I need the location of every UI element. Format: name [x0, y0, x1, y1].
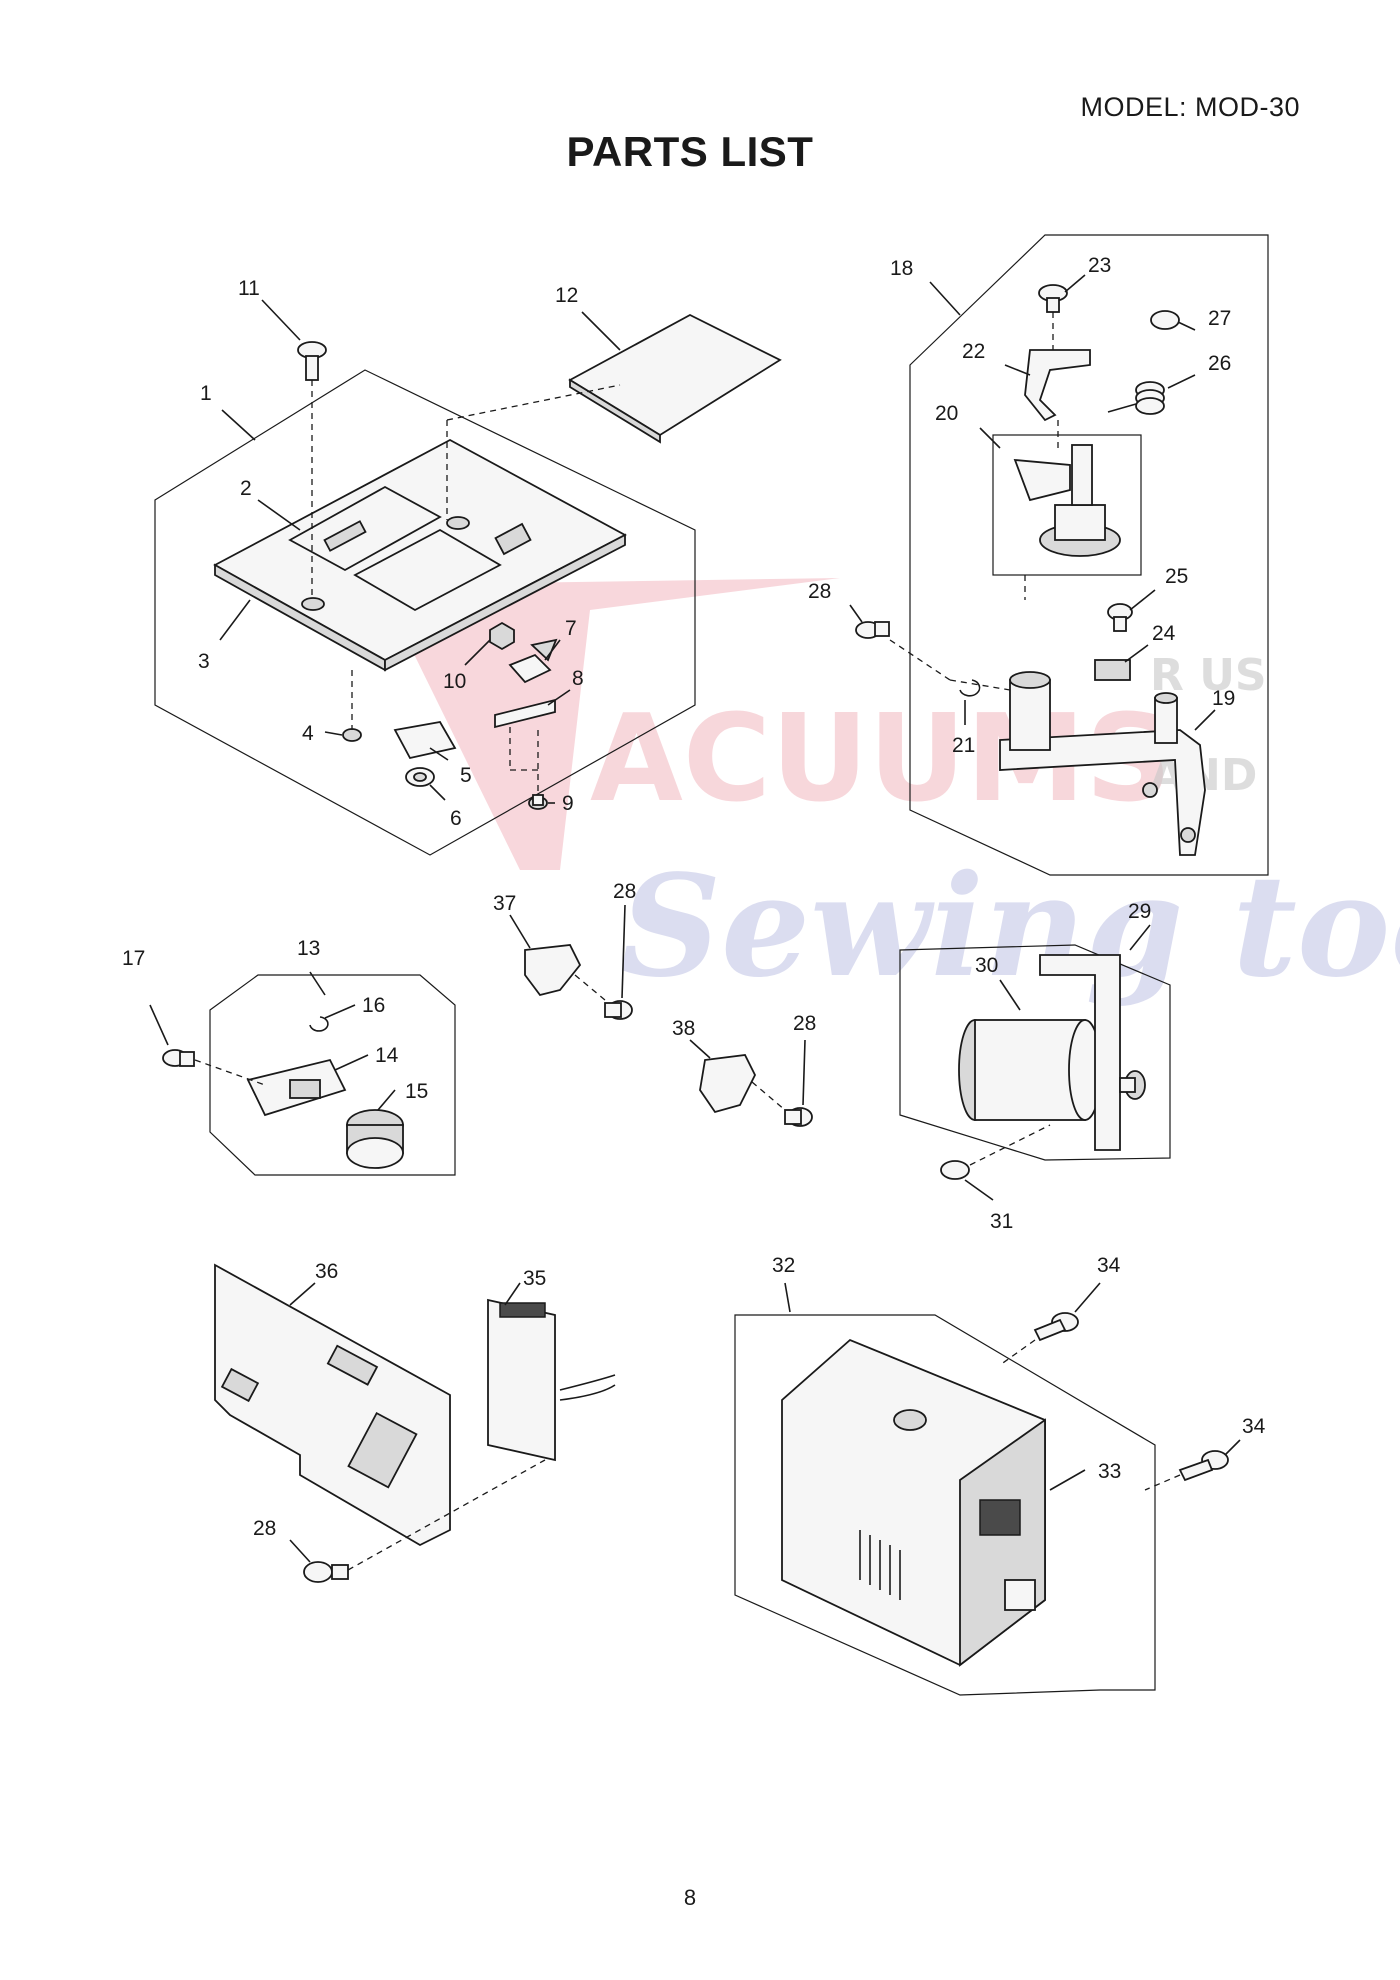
callout-28-cam-upper: 28 — [613, 880, 636, 903]
callout-34-lower: 34 — [1242, 1415, 1266, 1438]
page-title: PARTS LIST — [566, 128, 814, 175]
callout-22: 22 — [962, 340, 985, 363]
callout-4: 4 — [302, 722, 314, 745]
callout-17: 17 — [122, 947, 145, 970]
page-number: 8 — [683, 1885, 697, 1910]
callout-19: 19 — [1212, 687, 1235, 710]
callout-28-board: 28 — [253, 1517, 276, 1540]
callout-18: 18 — [890, 257, 913, 280]
callout-labels: 1 2 3 4 5 6 7 8 9 10 11 12 13 14 15 16 1… — [122, 254, 1266, 1540]
callout-33: 33 — [1098, 1460, 1121, 1483]
callout-16: 16 — [362, 994, 385, 1017]
callout-30: 30 — [975, 954, 998, 977]
callout-2: 2 — [240, 477, 252, 500]
callout-34-upper: 34 — [1097, 1254, 1121, 1277]
callout-9: 9 — [562, 792, 574, 815]
callout-20: 20 — [935, 402, 958, 425]
callout-5: 5 — [460, 764, 472, 787]
callout-38: 38 — [672, 1017, 695, 1040]
vent-slots — [859, 1530, 901, 1600]
model-label: MODEL: MOD-30 — [1080, 92, 1300, 122]
callout-8: 8 — [572, 667, 584, 690]
callout-15: 15 — [405, 1080, 428, 1103]
callout-32: 32 — [772, 1254, 795, 1277]
power-unit-group — [734, 1282, 1241, 1696]
watermark-line2: Sewing too — [620, 845, 1400, 1009]
lever-group — [149, 971, 456, 1176]
callout-1: 1 — [200, 382, 212, 405]
callout-7: 7 — [565, 617, 577, 640]
callout-10: 10 — [443, 670, 466, 693]
callout-21: 21 — [952, 734, 975, 757]
bobbin-winder-group — [849, 234, 1269, 876]
callout-31: 31 — [990, 1210, 1013, 1233]
board-group — [214, 1263, 616, 1583]
needle-plate-group — [154, 299, 782, 856]
callout-24: 24 — [1152, 622, 1176, 645]
callout-14: 14 — [375, 1044, 399, 1067]
callout-13: 13 — [297, 937, 320, 960]
callout-35: 35 — [523, 1267, 546, 1290]
callout-27: 27 — [1208, 307, 1231, 330]
callout-25: 25 — [1165, 565, 1188, 588]
spring-icon — [1107, 381, 1165, 415]
callout-29: 29 — [1128, 900, 1151, 923]
callout-26: 26 — [1208, 352, 1231, 375]
callout-28-cam-lower: 28 — [793, 1012, 816, 1035]
callout-12: 12 — [555, 284, 578, 307]
callout-23: 23 — [1088, 254, 1111, 277]
motor-group — [899, 924, 1171, 1201]
callout-36: 36 — [315, 1260, 338, 1283]
callout-28-winder: 28 — [808, 580, 831, 603]
callout-3: 3 — [198, 650, 210, 673]
callout-6: 6 — [450, 807, 462, 830]
cam-parts — [509, 904, 813, 1127]
callout-37: 37 — [493, 892, 516, 915]
callout-11: 11 — [238, 277, 260, 300]
watermark: ACUUMS R US AND Sewing too — [380, 578, 1400, 1009]
